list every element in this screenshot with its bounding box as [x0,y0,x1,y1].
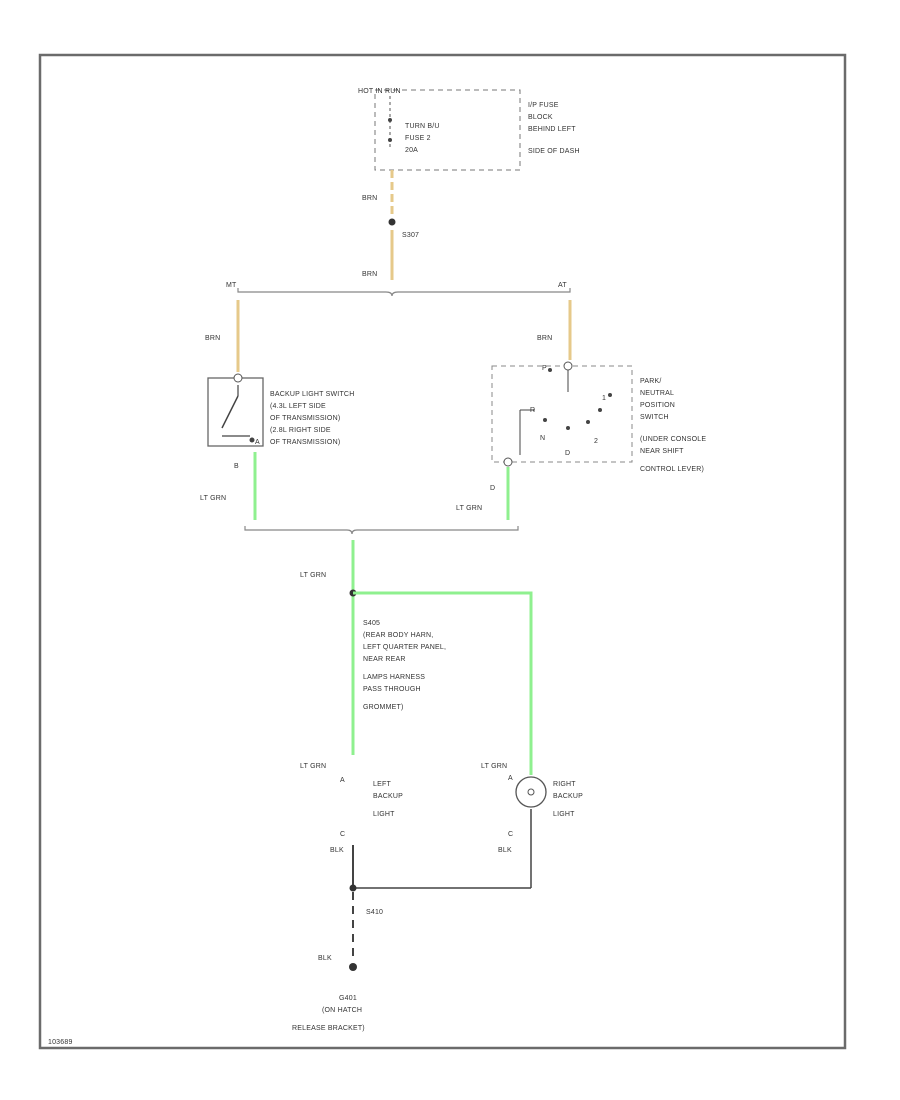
right-light-label-1: RIGHT [553,781,576,788]
mt-label: MT [226,282,237,289]
fuse-block-label-3: BEHIND LEFT [528,126,576,133]
s405-label-4: NEAR REAR [363,656,406,663]
lt-grn-lamp-left-label: LT GRN [300,763,326,770]
pin-b-label: B [234,463,239,470]
ground-wiring: BLK BLK S410 BLK G401 (ON HATCH RELEASE … [292,809,532,1032]
pin-d-label: D [490,485,495,492]
s405-label-2: (REAR BODY HARN, [363,632,433,639]
gear-2-label: 2 [594,438,598,445]
s405-label-3: LEFT QUARTER PANEL, [363,644,446,651]
splice-s410-label: S410 [366,909,383,916]
gear-1-label: 1 [602,395,606,402]
at-label: AT [558,282,567,289]
mt-at-bracket [237,288,571,297]
pin-a-switch-label: A [255,439,260,446]
brn-right-label: BRN [537,335,552,342]
lt-grn-right-label: LT GRN [456,505,482,512]
splice-s307-dot [388,218,396,226]
lt-grn-wiring: LT GRN LT GRN LT GRN S405 (REAR BODY HAR… [200,452,533,775]
backup-switch-label-4: (2.8L RIGHT SIDE [270,427,331,434]
prnd-label-6: NEAR SHIFT [640,448,684,455]
fuse-number-label: FUSE 2 [405,135,431,142]
pin-a-left-label: A [340,777,345,784]
pin-c-left-label: C [340,831,345,838]
prnd-label-5: (UNDER CONSOLE [640,436,706,443]
fuse-block-label-2: BLOCK [528,114,553,121]
prnd-label-2: NEUTRAL [640,390,674,397]
fuse-block: HOT IN RUN TURN B/U FUSE 2 20A I/P FUSE … [358,88,580,171]
blk-right-label: BLK [498,847,512,854]
gear-p-label: P [542,365,547,372]
diagram-frame [38,53,847,1050]
backup-switch-label-5: OF TRANSMISSION) [270,439,340,446]
prnd-label-7: CONTROL LEVER) [640,466,704,473]
s405-label-1: S405 [363,620,380,627]
s405-label-6: PASS THROUGH [363,686,421,693]
fuse-rating-label: 20A [405,147,418,154]
pin-c-right-label: C [508,831,513,838]
s405-label-5: LAMPS HARNESS [363,674,425,681]
s405-label-7: GROMMET) [363,704,403,711]
right-backup-lamp-icon [515,776,547,808]
lt-grn-mid-label: LT GRN [300,572,326,579]
backup-light-switch: BACKUP LIGHT SWITCH (4.3L LEFT SIDE OF T… [207,373,354,470]
backup-switch-label-2: (4.3L LEFT SIDE [270,403,326,410]
gear-r-label: R [530,407,535,414]
gear-d-label: D [565,450,570,457]
splice-s410-dot [349,884,357,892]
prnd-label-4: SWITCH [640,414,669,421]
ground-label-1: G401 [339,995,357,1002]
fuse-block-label-4: SIDE OF DASH [528,148,580,155]
ground-label-2: (ON HATCH [322,1007,362,1014]
ground-g401-icon [349,963,357,971]
brn-mid-label: BRN [362,271,377,278]
left-light-label-1: LEFT [373,781,391,788]
left-light-label-3: LIGHT [373,811,395,818]
prnd-label-1: PARK/ [640,378,662,385]
left-backup-light: A LEFT BACKUP LIGHT C [340,777,403,838]
blk-ground-label: BLK [318,955,332,962]
backup-switch-label-1: BACKUP LIGHT SWITCH [270,391,354,398]
brn-top-label: BRN [362,195,377,202]
ground-label-3: RELEASE BRACKET) [292,1025,365,1032]
figure-id: 103689 [48,1039,73,1046]
mt-at-merge-bracket [244,526,519,535]
park-neutral-switch: R P N D 2 1 PARK/ NEUTRAL POSITION SWITC… [490,361,706,492]
pin-a-right-label: A [508,775,513,782]
prnd-label-3: POSITION [640,402,675,409]
splice-s307-label: S307 [402,232,419,239]
brn-wiring: BRN S307 BRN MT AT BRN BRN [205,170,572,372]
right-light-label-2: BACKUP [553,793,583,800]
backup-switch-label-3: OF TRANSMISSION) [270,415,340,422]
right-backup-light: A RIGHT BACKUP LIGHT C [508,775,583,838]
blk-left-label: BLK [330,847,344,854]
hot-in-run-label: HOT IN RUN [358,88,401,95]
fuse-name-label: TURN B/U [405,123,440,130]
brn-left-label: BRN [205,335,220,342]
lt-grn-lamp-right-label: LT GRN [481,763,507,770]
lt-grn-left-label: LT GRN [200,495,226,502]
gear-n-label: N [540,435,545,442]
left-light-label-2: BACKUP [373,793,403,800]
right-light-label-3: LIGHT [553,811,575,818]
fuse-block-label-1: I/P FUSE [528,102,559,109]
